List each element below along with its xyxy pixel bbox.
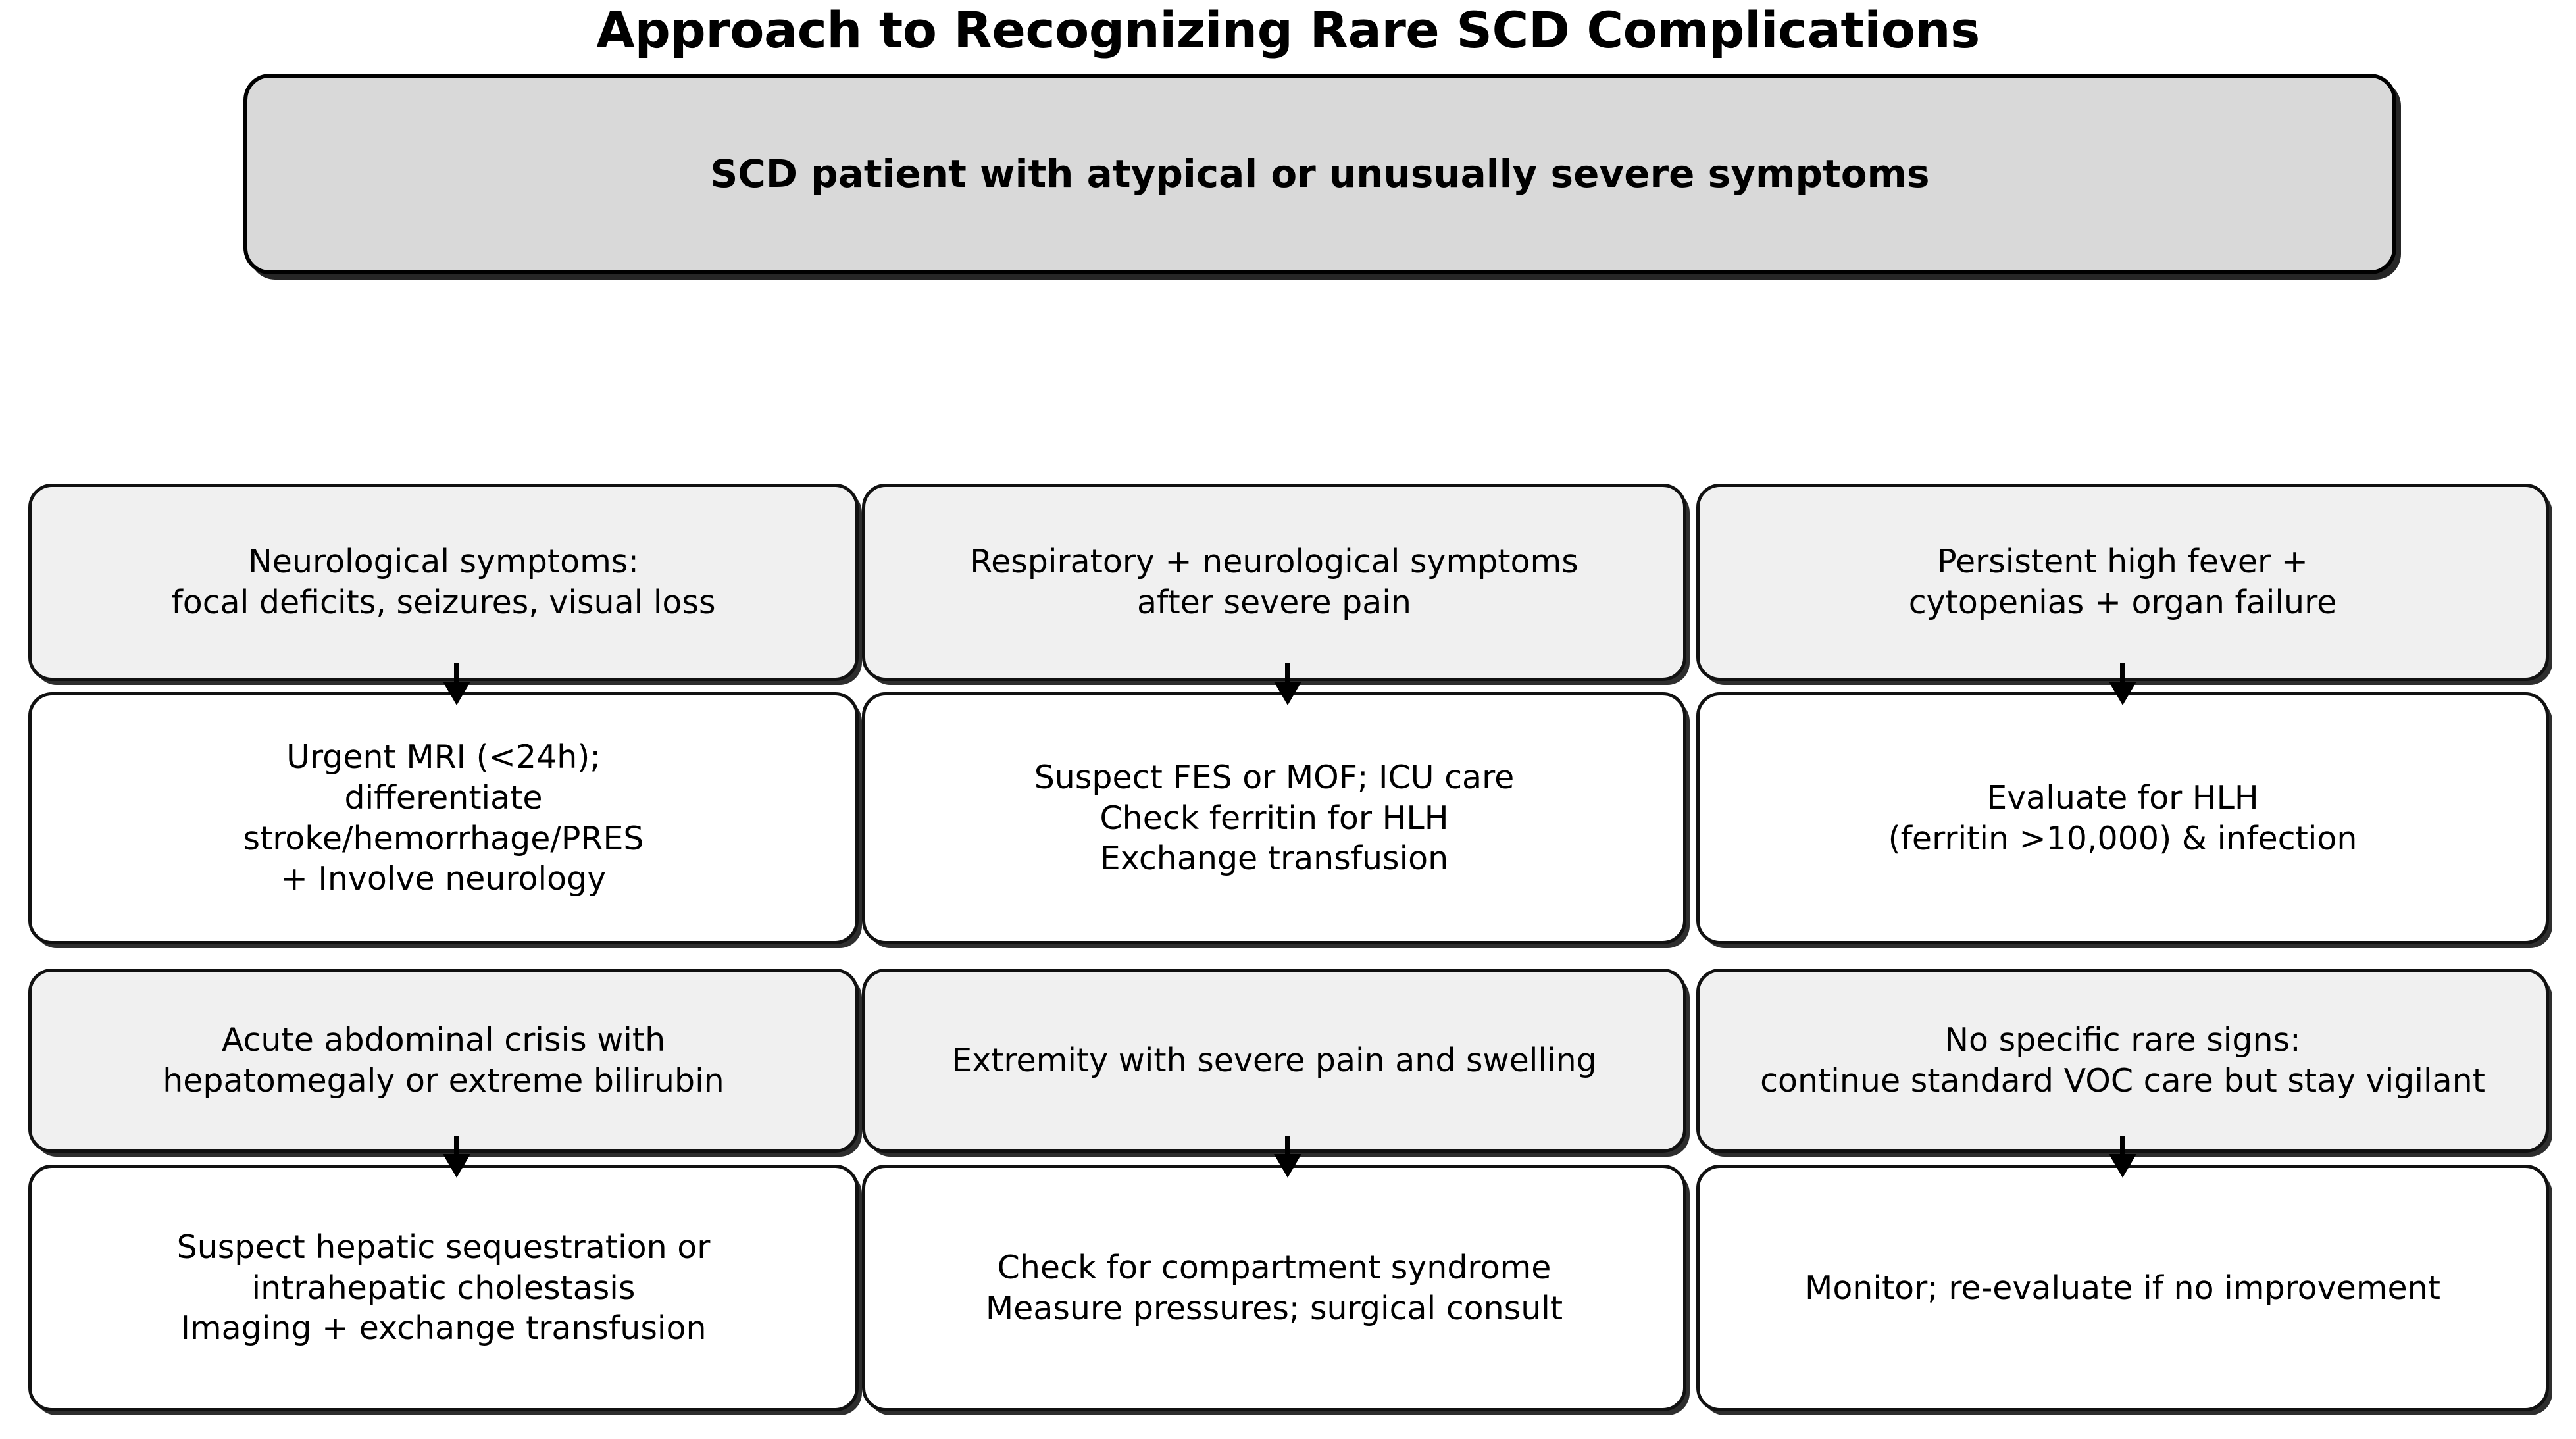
- action-node-label: Evaluate for HLH (ferritin >10,000) & in…: [1888, 778, 2358, 857]
- connector-arrow-no-rare-signs: [2109, 1154, 2136, 1178]
- action-node-abdominal-crisis[interactable]: Suspect hepatic sequestration or intrahe…: [28, 1165, 859, 1411]
- condition-node-abdominal-crisis[interactable]: Acute abdominal crisis with hepatomegaly…: [28, 969, 859, 1153]
- connector-arrow-extremity-pain: [1274, 1154, 1301, 1178]
- condition-node-extremity-pain[interactable]: Extremity with severe pain and swelling: [862, 969, 1686, 1153]
- connector-arrow-fever-cytopenias: [2109, 682, 2136, 705]
- condition-node-label: Persistent high fever + cytopenias + org…: [1908, 543, 2337, 621]
- connector-stem-respiratory-neuro: [1285, 663, 1290, 688]
- connector-stem-neurological: [454, 663, 459, 688]
- condition-node-label: Neurological symptoms: focal deficits, s…: [171, 543, 716, 621]
- connector-stem-no-rare-signs: [2120, 1136, 2125, 1161]
- action-node-label: Monitor; re-evaluate if no improvement: [1805, 1269, 2440, 1307]
- condition-node-label: Respiratory + neurological symptoms afte…: [970, 543, 1578, 621]
- action-node-label: Suspect FES or MOF; ICU care Check ferri…: [1034, 758, 1515, 878]
- page-title: Approach to Recognizing Rare SCD Complic…: [596, 1, 1980, 59]
- action-node-no-rare-signs[interactable]: Monitor; re-evaluate if no improvement: [1696, 1165, 2549, 1411]
- connector-stem-fever-cytopenias: [2120, 663, 2125, 688]
- root-node-label: SCD patient with atypical or unusually s…: [710, 151, 1930, 197]
- action-node-respiratory-neuro[interactable]: Suspect FES or MOF; ICU care Check ferri…: [862, 692, 1686, 944]
- connector-stem-extremity-pain: [1285, 1136, 1290, 1161]
- action-node-neurological[interactable]: Urgent MRI (<24h); differentiate stroke/…: [28, 692, 859, 944]
- connector-arrow-neurological: [443, 682, 470, 705]
- connector-arrow-respiratory-neuro: [1274, 682, 1301, 705]
- action-node-extremity-pain[interactable]: Check for compartment syndrome Measure p…: [862, 1165, 1686, 1411]
- condition-node-neurological[interactable]: Neurological symptoms: focal deficits, s…: [28, 484, 859, 681]
- action-node-label: Suspect hepatic sequestration or intrahe…: [176, 1228, 711, 1348]
- condition-node-label: Acute abdominal crisis with hepatomegaly…: [163, 1021, 724, 1099]
- condition-node-no-rare-signs[interactable]: No specific rare signs: continue standar…: [1696, 969, 2549, 1153]
- condition-node-respiratory-neuro[interactable]: Respiratory + neurological symptoms afte…: [862, 484, 1686, 681]
- action-node-label: Urgent MRI (<24h); differentiate stroke/…: [243, 738, 644, 898]
- action-node-label: Check for compartment syndrome Measure p…: [985, 1248, 1563, 1327]
- condition-node-fever-cytopenias[interactable]: Persistent high fever + cytopenias + org…: [1696, 484, 2549, 681]
- condition-node-label: Extremity with severe pain and swelling: [951, 1042, 1597, 1080]
- connector-stem-abdominal-crisis: [454, 1136, 459, 1161]
- connector-arrow-abdominal-crisis: [443, 1154, 470, 1178]
- condition-node-label: No specific rare signs: continue standar…: [1760, 1021, 2485, 1099]
- root-node-scd-patient[interactable]: SCD patient with atypical or unusually s…: [243, 74, 2396, 274]
- action-node-fever-cytopenias[interactable]: Evaluate for HLH (ferritin >10,000) & in…: [1696, 692, 2549, 944]
